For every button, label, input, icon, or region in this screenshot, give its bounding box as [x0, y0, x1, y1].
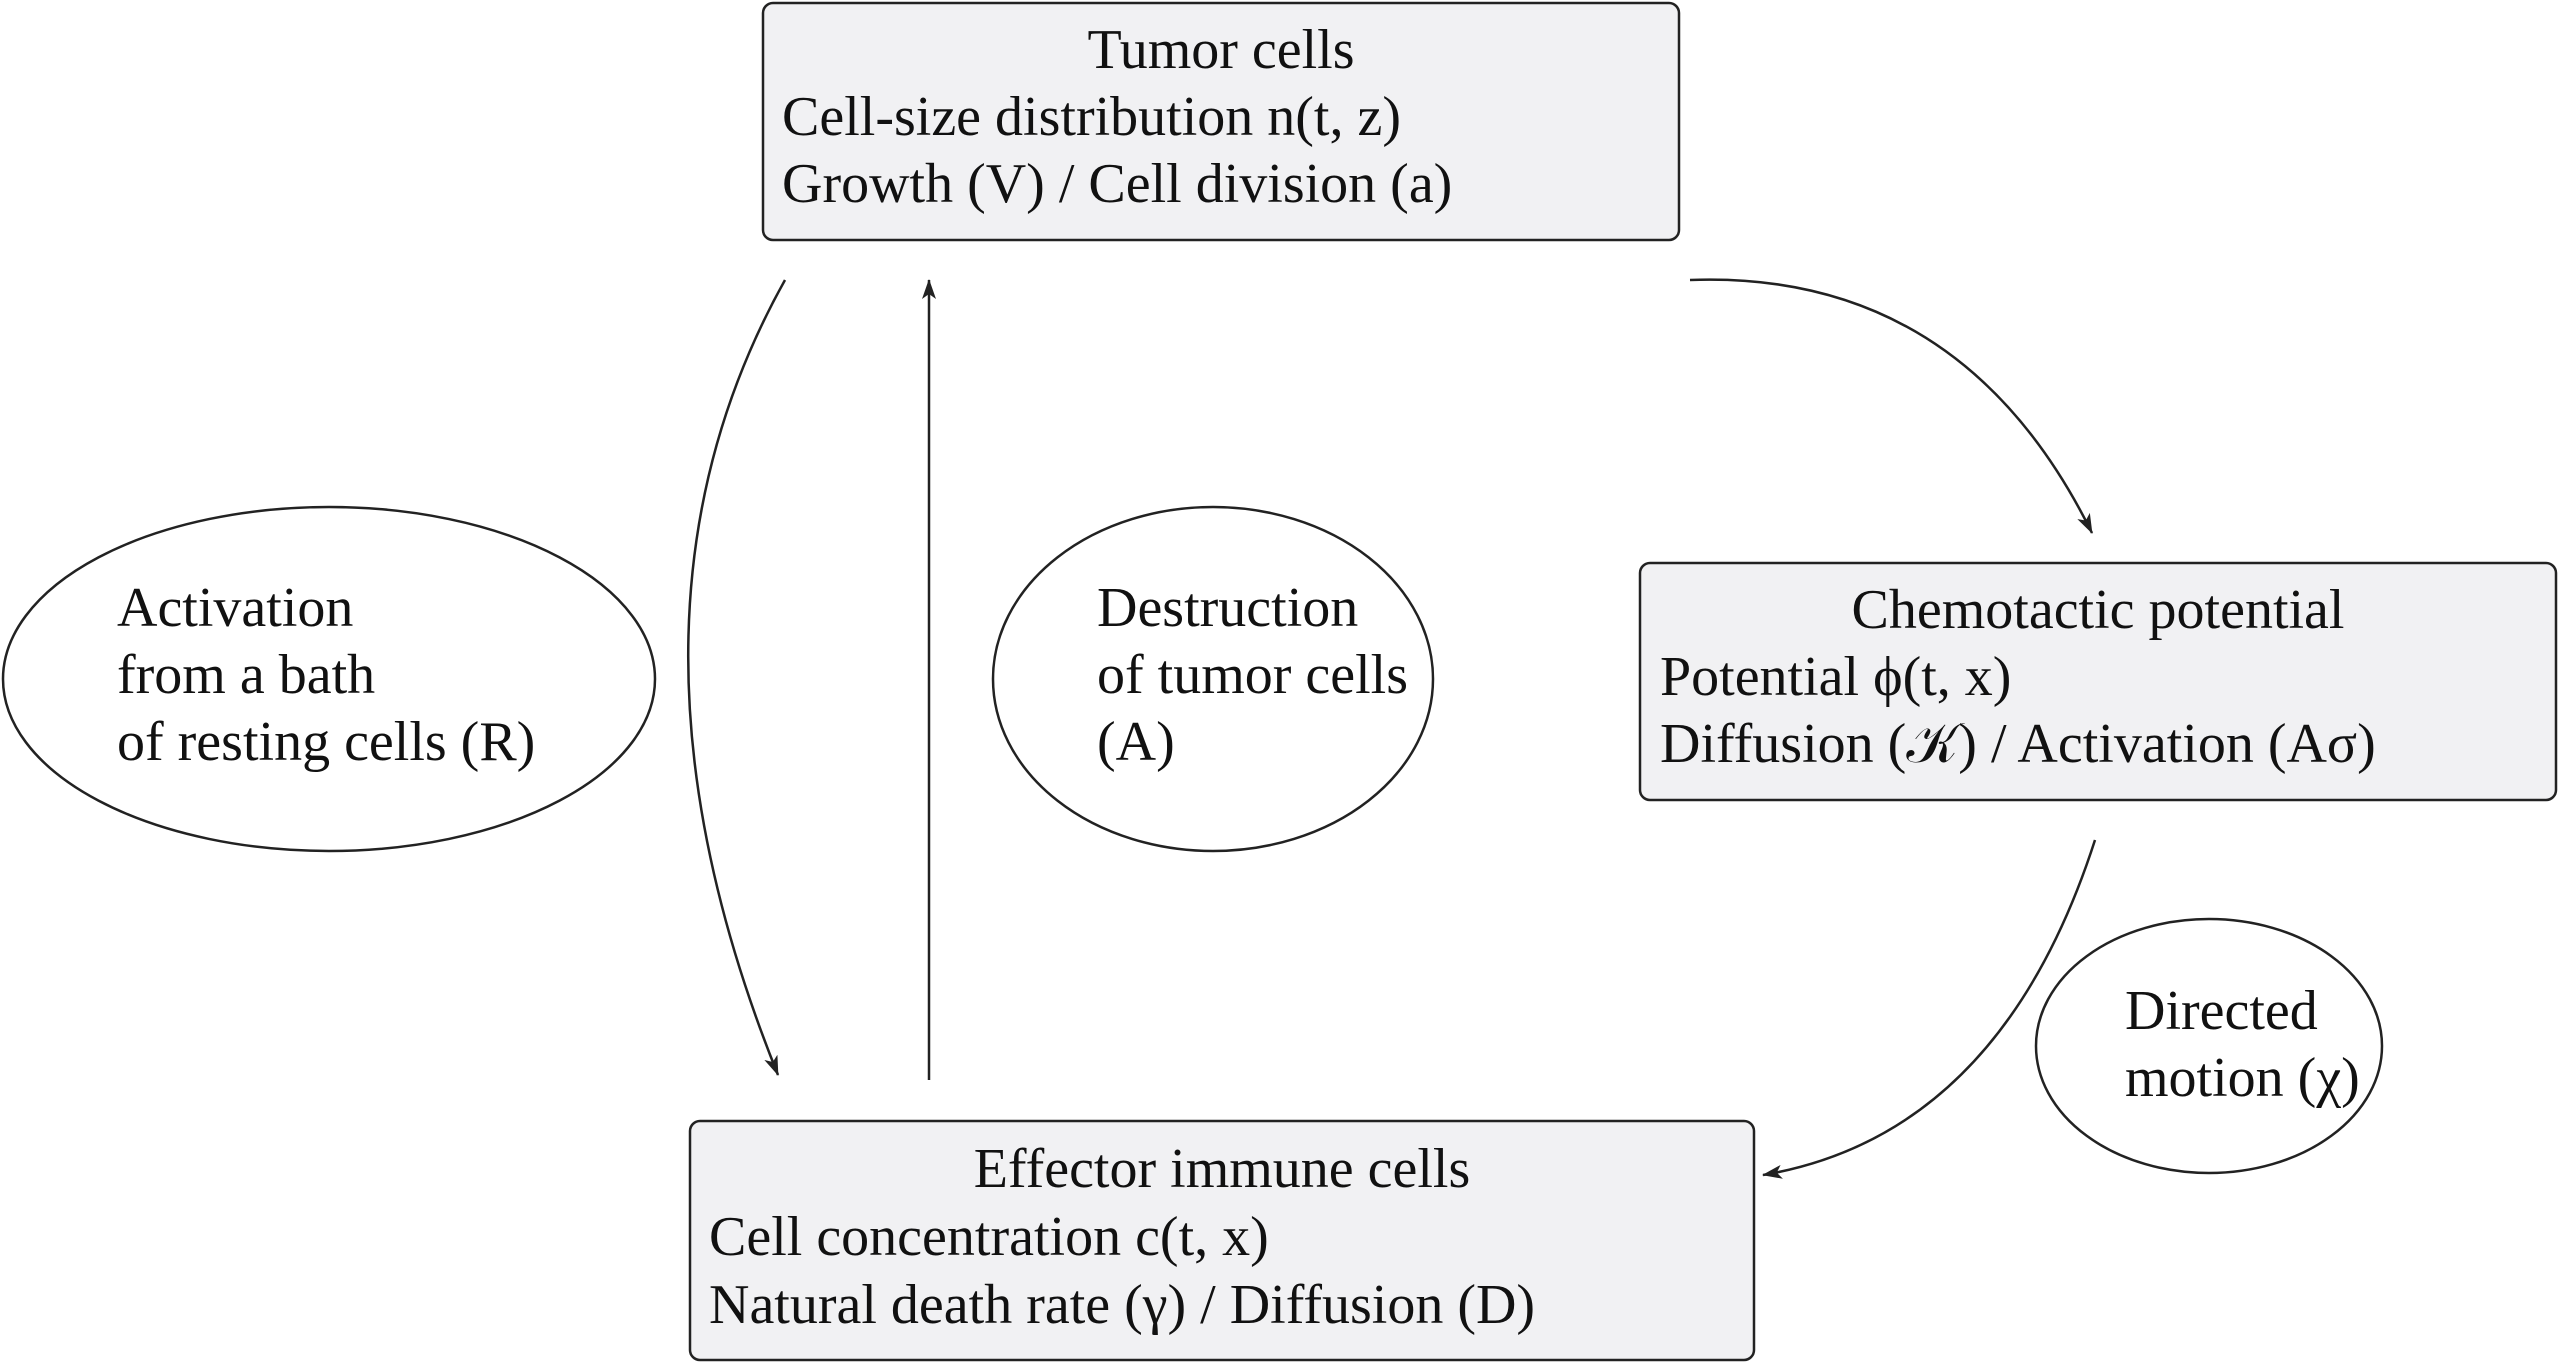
activation-line2: from a bath [117, 644, 375, 706]
chemotactic-potential-line1: Potential ϕ(t, x) [1660, 646, 2011, 708]
directed-motion-arrow [1762, 839, 2097, 1179]
directed-motion-process: Directed motion (χ) [2034, 917, 2384, 1175]
chemotactic-potential-node: Chemotactic potential Potential ϕ(t, x) … [1638, 561, 2558, 802]
chemotactic-potential-title: Chemotactic potential [1852, 579, 2345, 641]
directed-motion-ellipse [2034, 917, 2384, 1175]
activation-line3: of resting cells (R) [117, 711, 535, 773]
destruction-line2: of tumor cells [1097, 644, 1408, 706]
tumor-cells-title: Tumor cells [1087, 19, 1354, 81]
tumor-cells-line1: Cell-size distribution n(t, z) [782, 86, 1401, 148]
destruction-line1: Destruction [1097, 577, 1358, 639]
chemotactic-potential-box [1638, 561, 2558, 802]
tumor-cells-box [761, 1, 1681, 242]
directed-motion-line2: motion (χ) [2125, 1047, 2360, 1109]
activation-process: Activation from a bath of resting cells … [1, 505, 657, 853]
effector-immune-cells-title: Effector immune cells [974, 1138, 1471, 1200]
destruction-ellipse [991, 505, 1435, 853]
tumor-cells-line2: Growth (V) / Cell division (a) [782, 153, 1452, 215]
activation-potential-arrow [1689, 278, 2094, 534]
effector-immune-cells-box [688, 1119, 1756, 1362]
effector-immune-cells-line2: Natural death rate (γ) / Diffusion (D) [709, 1274, 1535, 1336]
chemotactic-potential-line2: Diffusion (𝒦) / Activation (Aσ) [1660, 713, 2376, 775]
activation-line1: Activation [117, 577, 353, 639]
directed-motion-line1: Directed [2125, 980, 2318, 1042]
effector-immune-cells-node: Effector immune cells Cell concentration… [688, 1119, 1756, 1362]
effector-immune-cells-line1: Cell concentration c(t, x) [709, 1206, 1269, 1268]
destruction-line3: (A) [1097, 711, 1175, 773]
activation-arrow [687, 279, 787, 1076]
destruction-process: Destruction of tumor cells (A) [991, 505, 1435, 853]
activation-ellipse [1, 505, 657, 853]
tumor-cells-node: Tumor cells Cell-size distribution n(t, … [761, 1, 1681, 242]
